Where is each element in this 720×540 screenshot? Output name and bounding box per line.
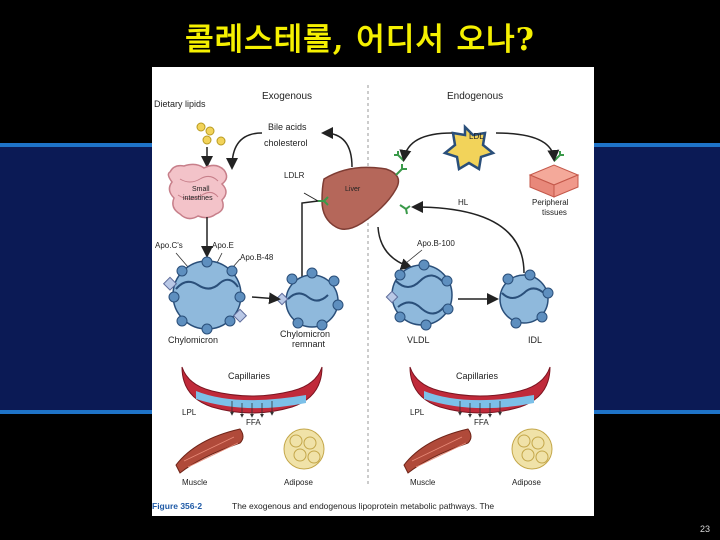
- vldl-particle-icon: [385, 259, 454, 331]
- liver-icon: [321, 166, 400, 230]
- muscle-right-icon: [403, 428, 472, 474]
- small-label: Small: [192, 186, 210, 193]
- apoc-label: Apo.C's: [155, 241, 183, 250]
- slide-title: 콜레스테롤, 어디서 오나?: [185, 22, 535, 58]
- apob100-label: Apo.B-100: [417, 239, 455, 248]
- muscle-left-label: Muscle: [182, 478, 208, 487]
- peripheral-tissue-icon: [528, 164, 580, 198]
- tissues-label: tissues: [542, 208, 567, 217]
- idl-label: IDL: [528, 335, 542, 345]
- intestines-label: intestines: [183, 195, 213, 202]
- ffa-right-label: FFA: [474, 418, 489, 427]
- chylomicron-remnant-label-2: remnant: [292, 339, 326, 349]
- lpl-left-label: LPL: [182, 408, 197, 417]
- ldlr-label: LDLR: [284, 171, 305, 180]
- lipid-droplets-icon: [196, 122, 226, 146]
- apob48-label: Apo.B-48: [240, 253, 274, 262]
- exogenous-header: Exogenous: [262, 91, 312, 102]
- apoe-label: Apo.E: [212, 241, 234, 250]
- chylomicron-particle-icon: [162, 256, 248, 335]
- liver-label: Liver: [345, 186, 361, 193]
- ffa-left-label: FFA: [246, 418, 261, 427]
- chylomicron-remnant-particle-icon: [275, 267, 344, 331]
- adipose-right-icon: [511, 428, 553, 470]
- ldl-receptor-icon: [318, 164, 411, 215]
- peripheral-label: Peripheral: [532, 198, 569, 207]
- small-intestine-icon: [167, 163, 228, 220]
- idl-particle-icon: [499, 269, 554, 329]
- chylomicron-label: Chylomicron: [168, 335, 218, 345]
- hl-label: HL: [458, 198, 469, 207]
- adipose-right-label: Adipose: [512, 478, 541, 487]
- muscle-left-icon: [175, 428, 244, 474]
- capillary-left-icon: [181, 366, 323, 414]
- lpl-right-label: LPL: [410, 408, 425, 417]
- figure-caption: The exogenous and endogenous lipoprotein…: [232, 501, 494, 511]
- bile-acids-label: Bile acids: [268, 122, 307, 132]
- cholesterol-label: cholesterol: [264, 138, 308, 148]
- capillaries-right-label: Capillaries: [456, 371, 499, 381]
- ldl-particle-icon: [442, 123, 496, 172]
- endogenous-header: Endogenous: [447, 91, 503, 102]
- figure-number: Figure 356-2: [152, 501, 202, 511]
- dietary-lipids-label: Dietary lipids: [154, 99, 206, 109]
- capillaries-left-label: Capillaries: [228, 371, 271, 381]
- ldl-label: LDL: [469, 132, 484, 141]
- muscle-right-label: Muscle: [410, 478, 436, 487]
- capillary-right-icon: [409, 366, 551, 414]
- slide-page-number: 23: [699, 524, 710, 534]
- adipose-left-label: Adipose: [284, 478, 313, 487]
- vldl-label: VLDL: [407, 335, 430, 345]
- lipoprotein-pathway-figure: Exogenous Endogenous Dietary lipids Smal…: [152, 67, 594, 516]
- chylomicron-remnant-label-1: Chylomicron: [280, 329, 330, 339]
- adipose-left-icon: [283, 428, 325, 470]
